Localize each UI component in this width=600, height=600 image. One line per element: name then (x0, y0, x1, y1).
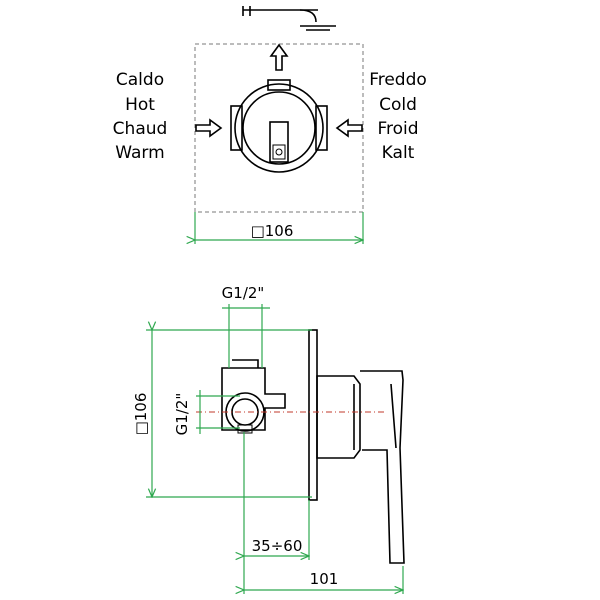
label-hot: Hot (125, 95, 155, 115)
label-freddo: Freddo (369, 70, 427, 90)
mixer-body-top (230, 79, 328, 173)
hot-inlet-arrow-icon (195, 118, 223, 138)
label-froid: Froid (377, 119, 418, 139)
shower-head-icon (242, 6, 336, 31)
label-warm: Warm (115, 143, 164, 163)
wall-plate-side (308, 329, 318, 501)
depth-label: 35÷60 (252, 537, 303, 555)
top-width-label: □106 (251, 222, 294, 240)
side-thread-dimension (196, 390, 240, 434)
label-cold: Cold (379, 95, 417, 115)
top-width-dimension (195, 212, 363, 244)
top-thread-label: G1/2" (222, 284, 265, 302)
cold-inlet-arrow-icon (335, 118, 363, 138)
height-label: □106 (132, 393, 150, 436)
top-thread-dimension (222, 304, 270, 368)
label-kalt: Kalt (382, 143, 415, 163)
label-caldo: Caldo (116, 70, 164, 90)
side-thread-label: G1/2" (173, 393, 191, 436)
total-depth-dimension (244, 566, 403, 594)
right-label-group: Freddo Cold Froid Kalt (369, 70, 427, 163)
outlet-arrow-icon (269, 43, 289, 71)
total-depth-label: 101 (310, 570, 339, 588)
depth-dimension (244, 432, 309, 594)
label-chaud: Chaud (113, 119, 168, 139)
height-dimension (146, 330, 312, 497)
handle-side (316, 370, 405, 564)
left-label-group: Caldo Hot Chaud Warm (113, 70, 168, 163)
